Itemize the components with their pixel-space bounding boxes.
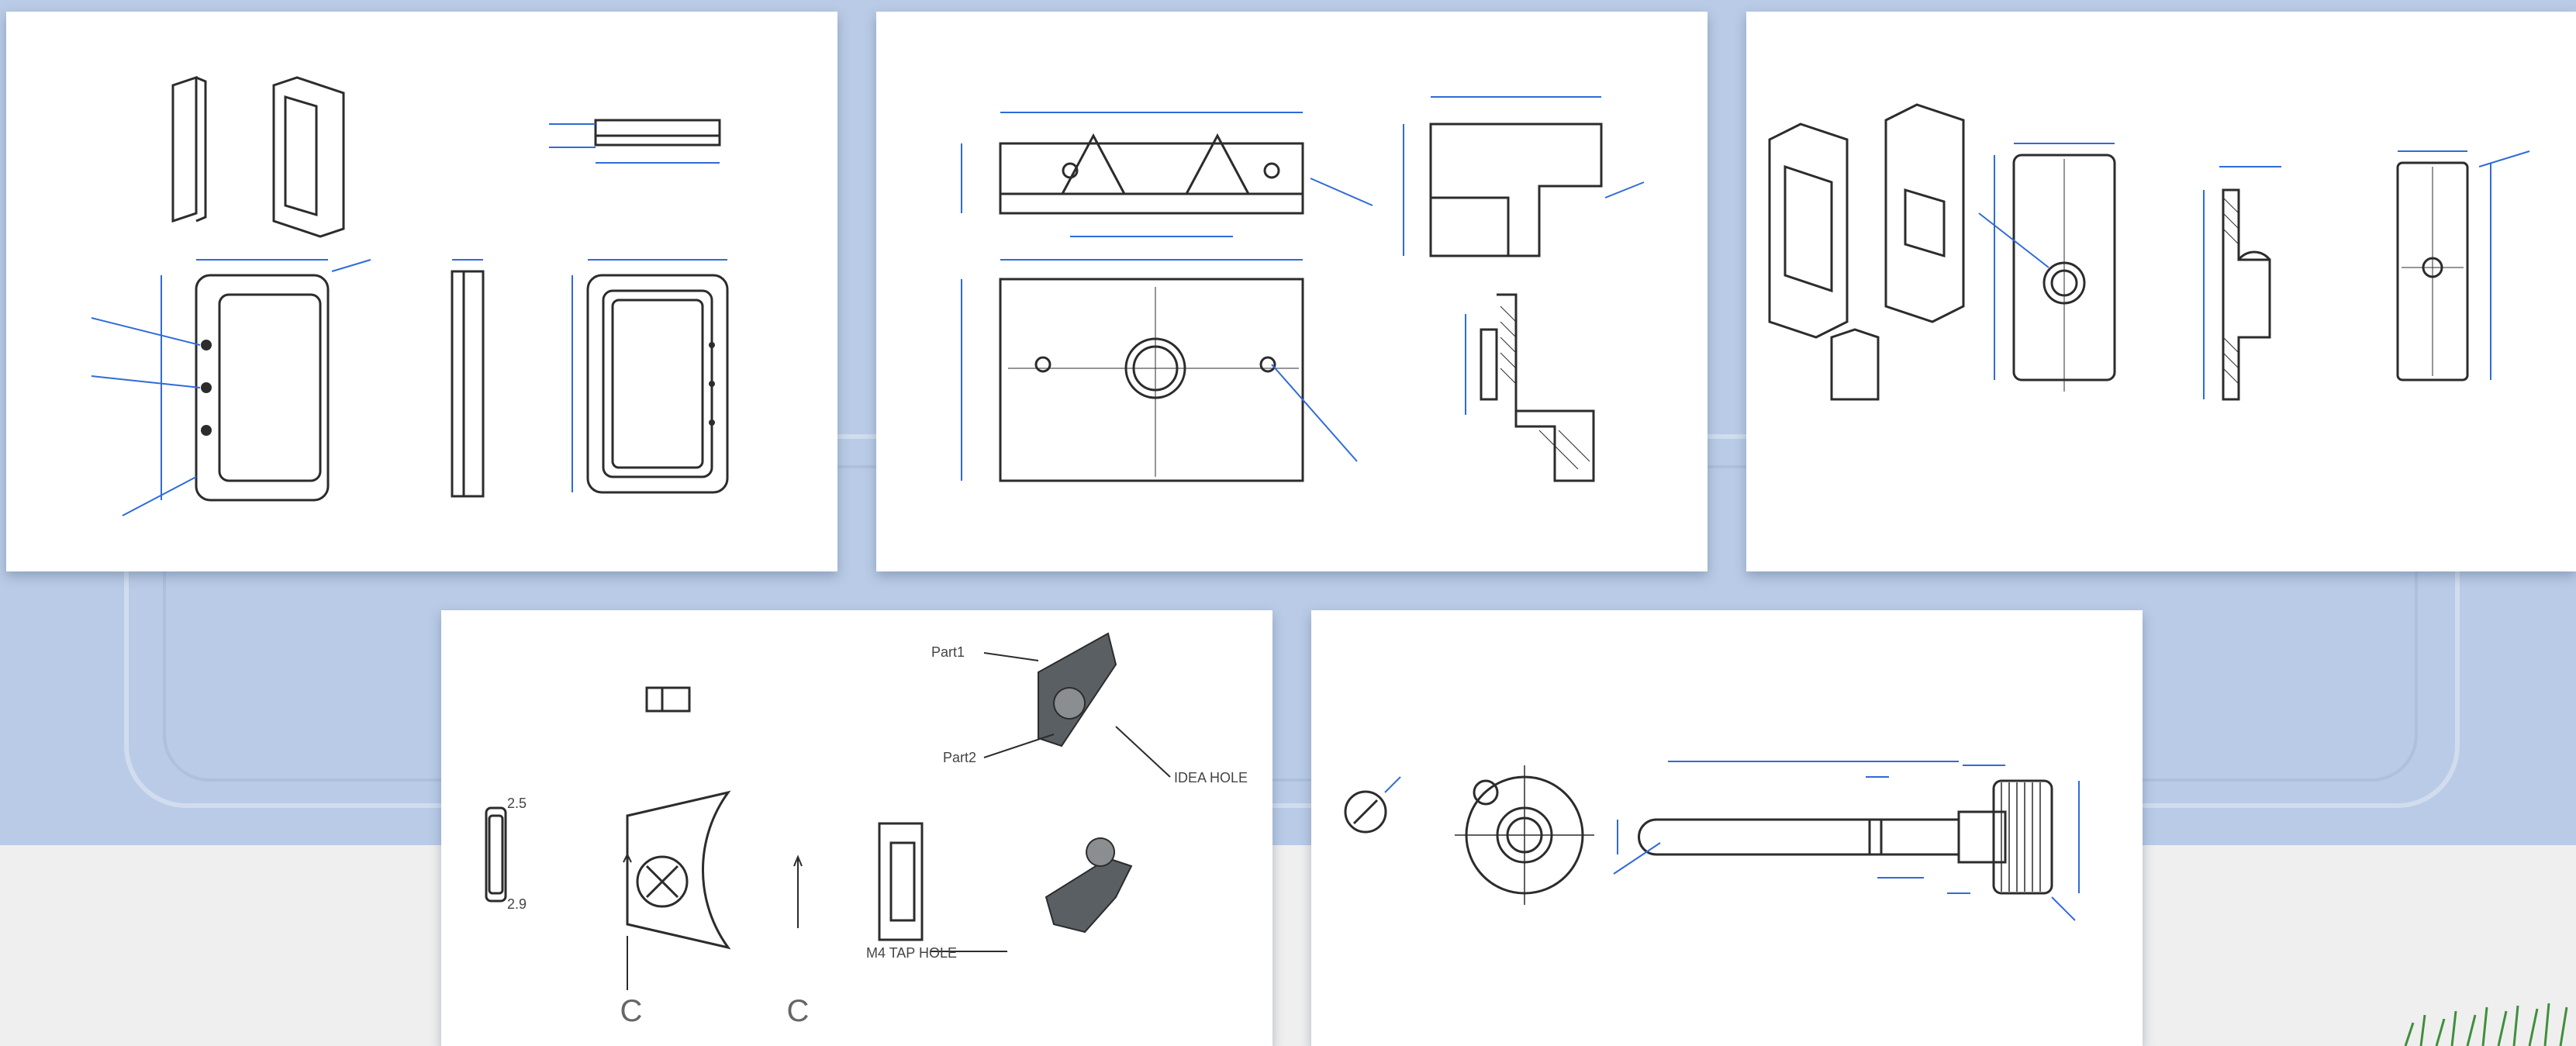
drawing-card-2[interactable] [876, 12, 1708, 571]
technical-drawing-bracket [1768, 103, 2530, 401]
drawing-card-4[interactable]: Part1 Part2 IDEA HOLE M4 TAP HOLE 2.5 2.… [441, 610, 1272, 1046]
section-label-right: C [787, 994, 810, 1028]
grass-decoration [2404, 1003, 2568, 1046]
drawing-card-5[interactable] [1311, 610, 2143, 1046]
label-dim-bottom: 2.9 [507, 896, 527, 912]
technical-drawing-clip: Part1 Part2 IDEA HOLE M4 TAP HOLE 2.5 2.… [485, 632, 1248, 1028]
technical-drawing-slotted-plate [961, 96, 1645, 482]
technical-drawing-knurled-pin [1344, 761, 2080, 921]
part-3d-render [1038, 632, 1133, 934]
drawing-card-1[interactable] [6, 12, 837, 571]
label-tap-hole: M4 TAP HOLE [866, 945, 957, 961]
technical-drawing-rectangular-frame [91, 75, 729, 516]
background-bottom [0, 845, 2576, 1046]
label-part1: Part1 [931, 644, 965, 660]
drawing-card-3[interactable] [1746, 12, 2576, 571]
label-dim-top: 2.5 [507, 796, 527, 811]
label-hole: IDEA HOLE [1174, 770, 1248, 785]
section-label-left: C [620, 994, 643, 1028]
label-part2: Part2 [943, 750, 976, 765]
